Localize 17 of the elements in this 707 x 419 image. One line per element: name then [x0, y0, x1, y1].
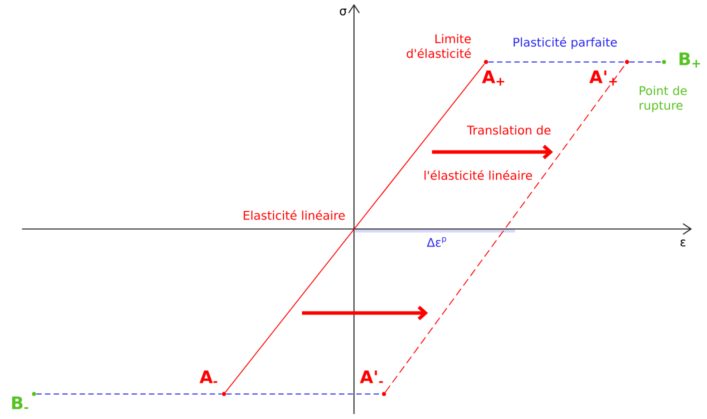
- point-label: A'$_{-}$: [360, 370, 383, 384]
- annotation: Δε$^{p}$: [426, 237, 446, 247]
- point-label: B$_{+}$: [680, 52, 700, 68]
- annotation: Plasticité parfaite: [514, 36, 617, 50]
- annotation: Limite d'élasticité: [406, 34, 471, 58]
- point-label: B$_{-}$: [12, 396, 28, 410]
- annotation: Translation de: [466, 125, 550, 135]
- axis-label: σ: [340, 8, 346, 16]
- annotation: Point de rupture: [640, 86, 687, 112]
- line: [224, 63, 486, 393]
- annotation: l'élasticité linéaire: [424, 170, 532, 180]
- annotation: Elasticité linéaire: [244, 210, 345, 220]
- point-label: A$_{+}$: [482, 70, 504, 86]
- point-label: A'$_{+}$: [589, 70, 617, 86]
- point-label: A$_{-}$: [200, 370, 218, 384]
- axis-label: ε: [680, 240, 686, 246]
- line: [384, 63, 626, 393]
